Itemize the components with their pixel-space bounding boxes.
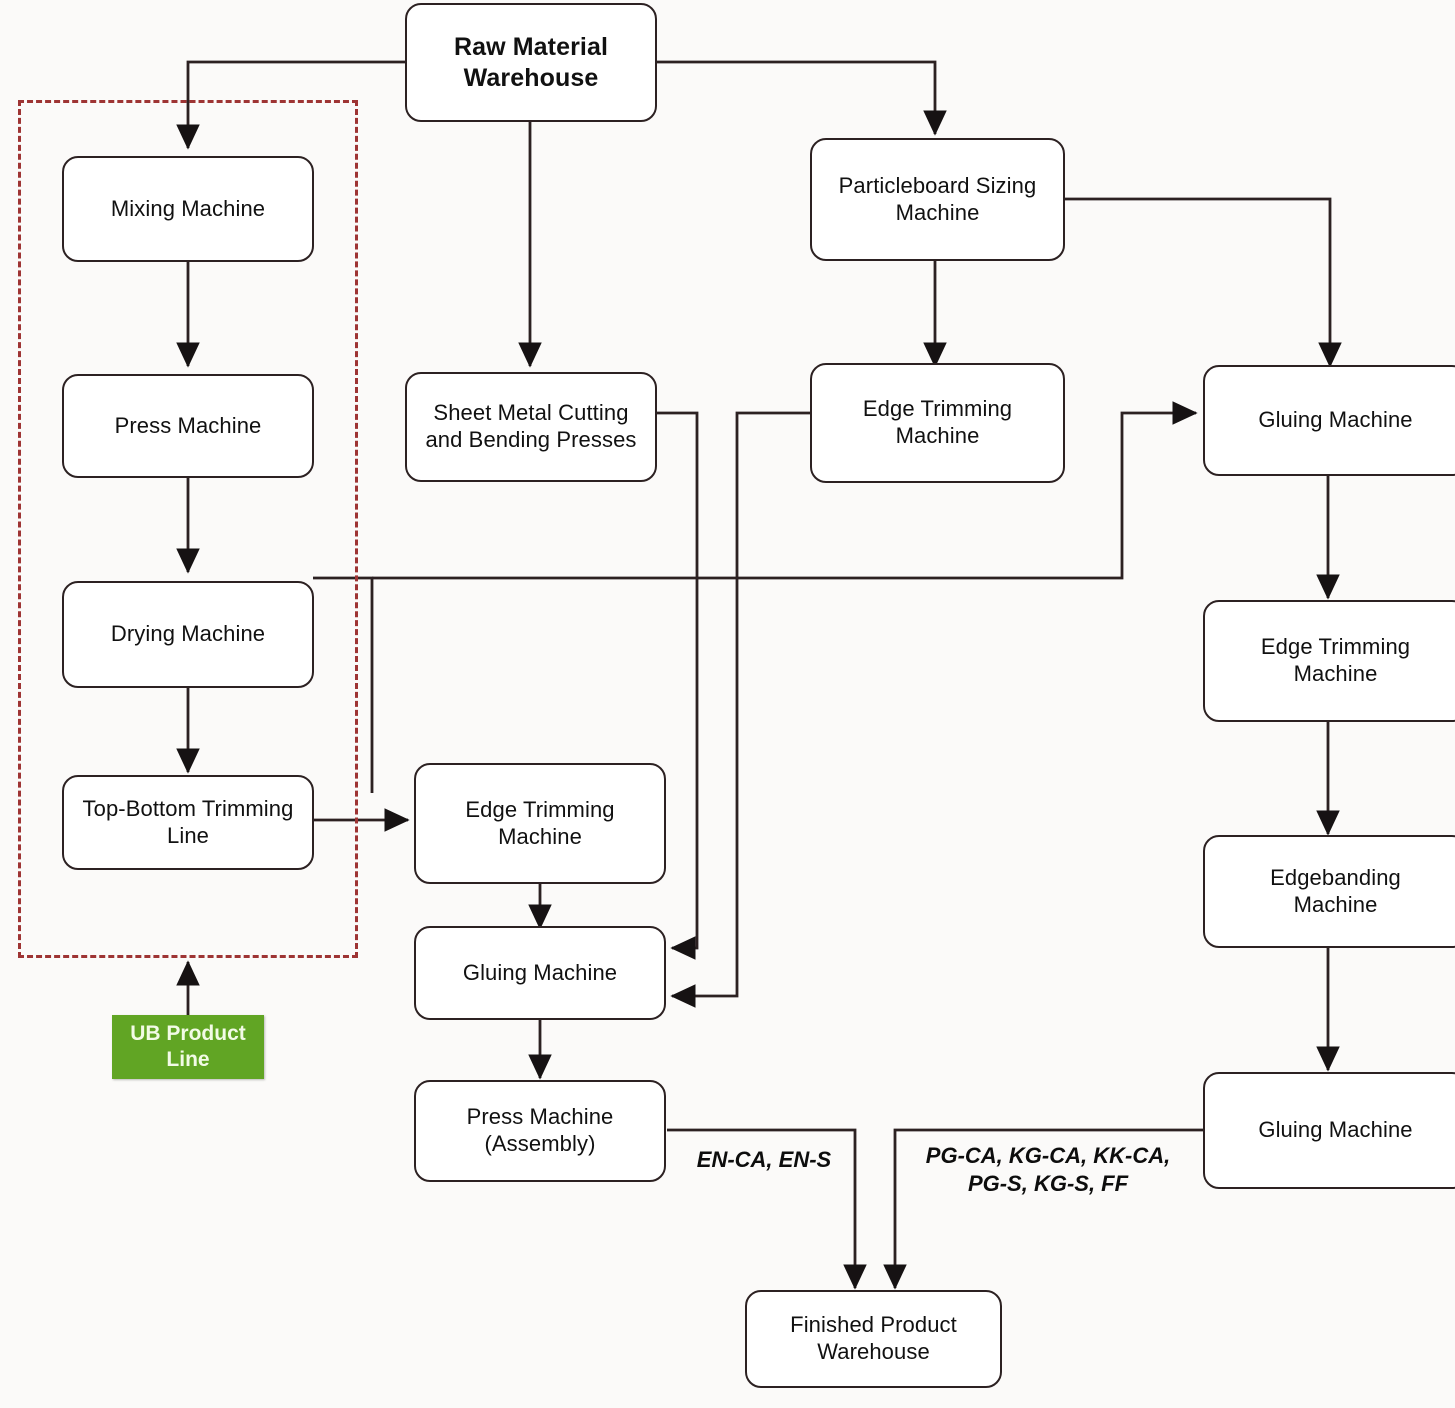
edge-label-left-stream: EN-CA, EN-S bbox=[696, 1147, 832, 1172]
node-edgebanding-machine[interactable]: Edgebanding Machine bbox=[1203, 835, 1455, 948]
node-drying-machine[interactable]: Drying Machine bbox=[62, 581, 314, 688]
node-raw-material-warehouse[interactable]: Raw Material Warehouse bbox=[405, 3, 657, 122]
node-gluing-machine-right-bottom[interactable]: Gluing Machine bbox=[1203, 1072, 1455, 1189]
node-gluing-machine-right-top[interactable]: Gluing Machine bbox=[1203, 365, 1455, 476]
node-edge-trimming-machine-middle[interactable]: Edge Trimming Machine bbox=[414, 763, 666, 884]
node-particleboard-sizing-machine[interactable]: Particleboard Sizing Machine bbox=[810, 138, 1065, 261]
node-gluing-machine-middle[interactable]: Gluing Machine bbox=[414, 926, 666, 1020]
node-sheet-metal-cutting-and-bending-presses[interactable]: Sheet Metal Cutting and Bending Presses bbox=[405, 372, 657, 482]
node-finished-product-warehouse[interactable]: Finished Product Warehouse bbox=[745, 1290, 1002, 1388]
node-edge-trimming-machine-right[interactable]: Edge Trimming Machine bbox=[1203, 600, 1455, 722]
node-press-machine-assembly[interactable]: Press Machine (Assembly) bbox=[414, 1080, 666, 1182]
node-edge-trimming-machine-top[interactable]: Edge Trimming Machine bbox=[810, 363, 1065, 483]
edge-label-right-stream: PG-CA, KG-CA, KK-CA, PG-S, KG-S, FF bbox=[925, 1143, 1171, 1196]
legend-ub-product-line: UB Product Line bbox=[112, 1015, 264, 1079]
node-mixing-machine[interactable]: Mixing Machine bbox=[62, 156, 314, 262]
node-top-bottom-trimming-line[interactable]: Top-Bottom Trimming Line bbox=[62, 775, 314, 870]
node-press-machine[interactable]: Press Machine bbox=[62, 374, 314, 478]
